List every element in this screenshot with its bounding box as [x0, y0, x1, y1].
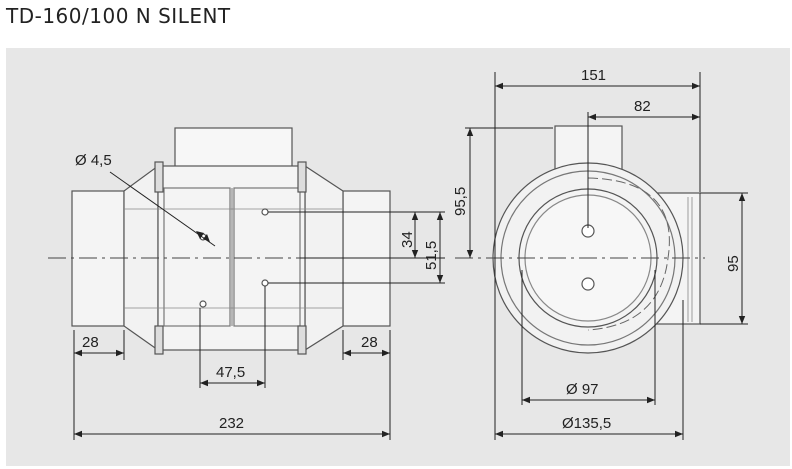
dim-28-right-label: 28 — [361, 334, 378, 351]
clamp — [154, 325, 164, 355]
dim-95-5-label: 95,5 — [452, 187, 469, 216]
volute-outline — [587, 177, 670, 331]
dim-d97-label: Ø 97 — [566, 381, 599, 398]
dim-34-label: 34 — [399, 231, 416, 248]
body-panel-right — [233, 187, 301, 327]
dim-47-5-label: 47,5 — [216, 364, 245, 381]
side-view — [71, 127, 391, 355]
dim-d135-label: Ø135,5 — [562, 415, 611, 432]
body-panel-left — [163, 187, 231, 327]
dim-232-label: 232 — [219, 415, 244, 432]
dim-51-5-label: 51,5 — [423, 241, 440, 270]
mounting-hole — [261, 208, 269, 216]
front-hole-bottom — [581, 277, 595, 291]
clamp — [297, 325, 307, 355]
dim-151-label: 151 — [581, 67, 606, 84]
dim-82-label: 82 — [634, 98, 651, 115]
hole-diameter-label: Ø 4,5 — [75, 152, 112, 169]
motor-box — [174, 127, 293, 171]
mounting-hole — [261, 279, 269, 287]
front-extension-lines — [465, 72, 748, 440]
clamp — [154, 161, 164, 193]
clamp — [297, 161, 307, 193]
dim-28-left-label: 28 — [82, 334, 99, 351]
front-view — [492, 125, 701, 354]
dim-95-label: 95 — [725, 255, 742, 272]
drawing-title: TD-160/100 N SILENT — [6, 4, 231, 28]
mounting-hole — [199, 300, 207, 308]
